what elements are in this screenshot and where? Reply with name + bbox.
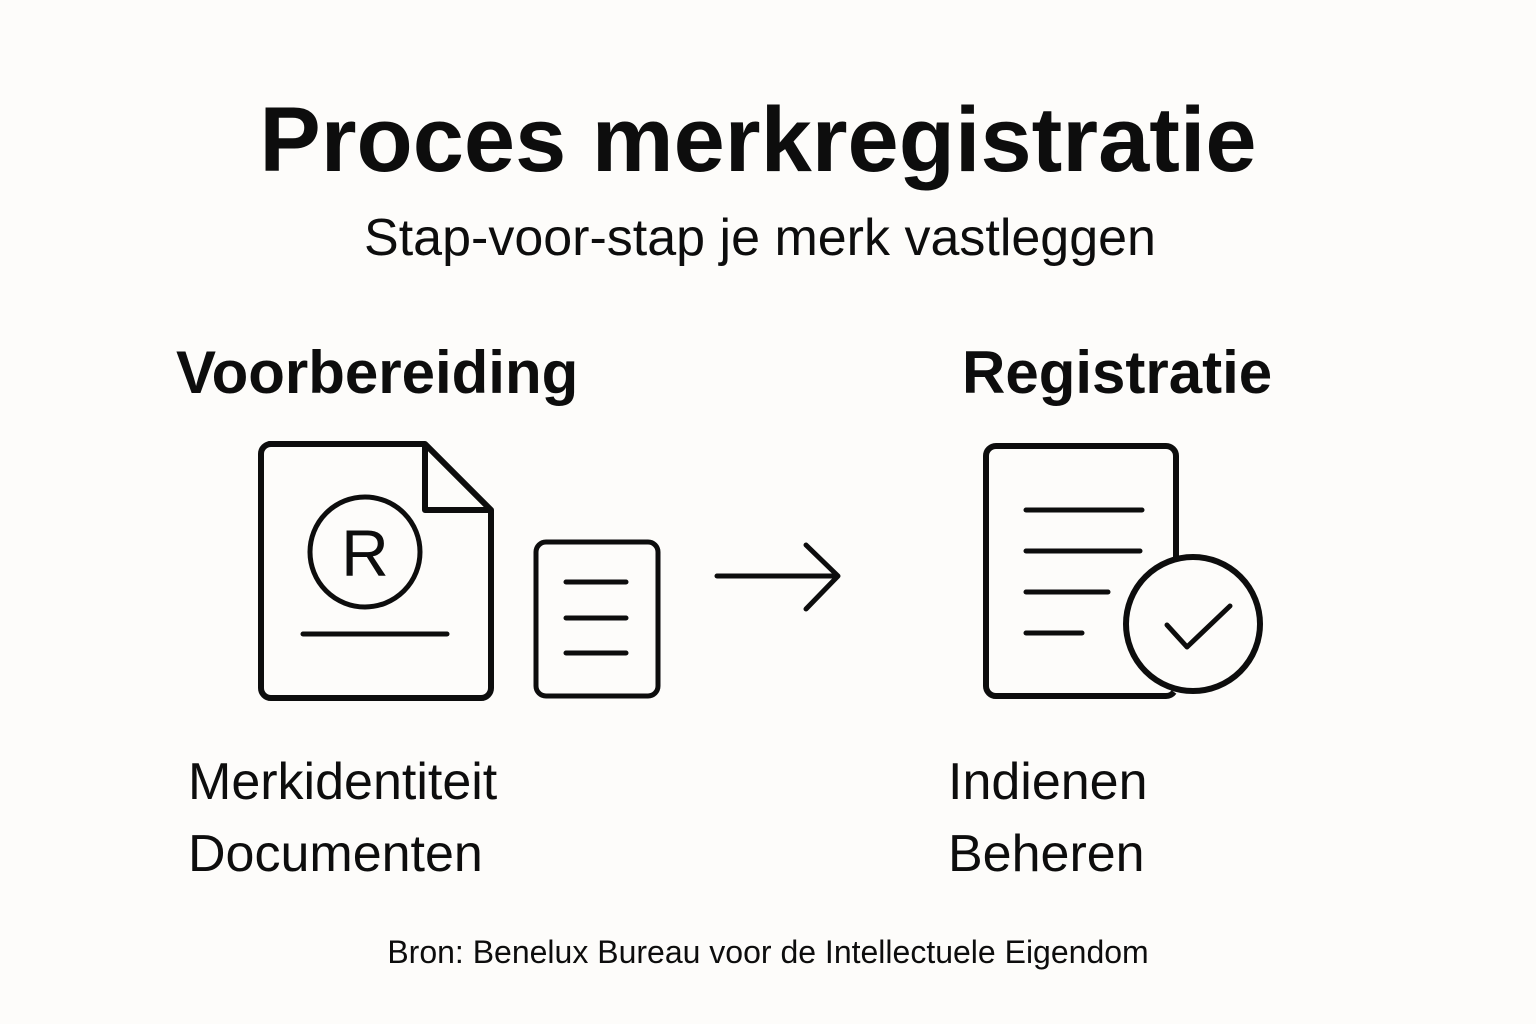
page-subtitle: Stap-voor-stap je merk vastleggen: [364, 209, 1156, 267]
list-item: Beheren: [948, 825, 1145, 883]
list-item: Documenten: [188, 825, 483, 883]
stage-heading-registration: Registratie: [962, 339, 1273, 406]
stage-items-preparation: Merkidentiteit Documenten: [188, 746, 497, 890]
list-item: Indienen: [948, 753, 1148, 811]
approved-document-icon: [983, 443, 1263, 699]
stage-items-registration: Indienen Beheren: [948, 746, 1148, 890]
document-lines-icon: [533, 539, 661, 699]
list-item: Merkidentiteit: [188, 753, 498, 811]
registered-document-icon: R: [258, 441, 494, 701]
page-title: Proces merkregistratie: [259, 89, 1257, 191]
source-caption: Bron: Benelux Bureau voor de Intellectue…: [387, 934, 1149, 970]
registered-symbol: R: [341, 516, 389, 590]
checkmark-icon: [1164, 603, 1233, 650]
arrow-right-icon: [714, 542, 841, 612]
stage-heading-preparation: Voorbereiding: [176, 339, 579, 406]
